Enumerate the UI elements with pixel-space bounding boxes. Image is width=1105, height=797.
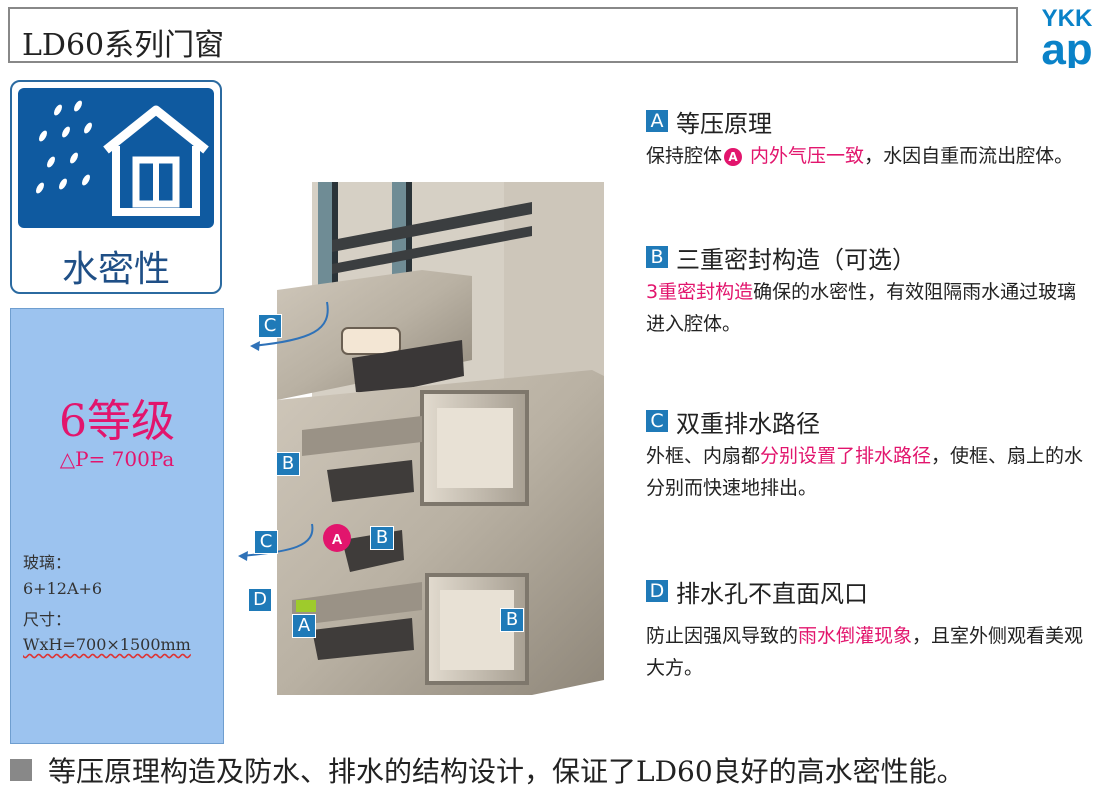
logo-line2: ap (1041, 25, 1092, 68)
footer-text: 等压原理构造及防水、排水的结构设计，保证了LD60良好的高水密性能。 (48, 755, 965, 788)
feature-c-body-pre: 外框、内扇都 (646, 445, 761, 467)
feature-d-body-pre: 防止因强风导致的 (646, 625, 799, 647)
diagram-tag-b1: B (276, 452, 300, 476)
feature-d-letter: D (646, 580, 668, 602)
size-label: 尺寸： (23, 610, 72, 629)
glass-value: 6+12A+6 (23, 579, 103, 598)
feature-c: C 双重排水路径 外框、内扇都分别设置了排水路径，使框、扇上的水分别而快速地排出。 (646, 404, 1086, 504)
feature-b: B 三重密封构造（可选） 3重密封构造确保的水密性，有效阻隔雨水通过玻璃进入腔体。 (646, 240, 1086, 340)
diagram-tag-a: A (292, 614, 316, 638)
feature-d-highlight: 雨水倒灌现象 (798, 625, 913, 647)
diagram-tag-c2: C (254, 530, 278, 554)
grade-panel: 6等级 △P= 700Pa 玻璃： 6+12A+6 尺寸： WxH=700×15… (10, 308, 224, 744)
house-rain-icon (36, 100, 209, 216)
feature-d-body-post: ，且室外侧观看美观大方。 (646, 625, 1084, 679)
feature-d-title: 排水孔不直面风口 (676, 579, 868, 608)
diagram-tag-b2: B (370, 526, 394, 550)
feature-c-title: 双重排水路径 (676, 409, 820, 438)
size-value: WxH=700×1500mm (23, 635, 191, 654)
water-tightness-badge: 水密性 (10, 80, 222, 294)
bullet-square-icon (10, 759, 32, 781)
window-profile-diagram: A C B C B D A B (232, 180, 612, 700)
profile-cross-section: A (238, 182, 604, 695)
title-box: LD60系列门窗 (8, 7, 1018, 63)
feature-b-body-post: 确保的水密性，有效阻隔雨水通过玻璃进入腔体。 (646, 281, 1077, 335)
glass-label: 玻璃： (23, 553, 72, 572)
pressure-value: △P= 700Pa (59, 447, 175, 471)
grade-level: 6等级 (59, 396, 175, 447)
footer-summary: 等压原理构造及防水、排水的结构设计，保证了LD60良好的高水密性能。 (10, 750, 965, 790)
ykk-ap-logo: YKK ap (1041, 5, 1093, 68)
feature-c-letter: C (646, 410, 668, 432)
svg-text:A: A (332, 531, 343, 548)
badge-label: 水密性 (61, 249, 170, 290)
feature-b-title: 三重密封构造（可选） (676, 245, 916, 274)
feature-a-highlight: 内外气压一致 (744, 145, 865, 167)
feature-b-letter: B (646, 246, 668, 268)
page-title: LD60系列门窗 (22, 28, 225, 63)
feature-a-body-pre: 保持腔体 (646, 145, 723, 167)
feature-b-highlight: 3重密封构造 (646, 281, 754, 303)
house-rain-icon-panel (18, 88, 214, 228)
feature-c-highlight: 分别设置了排水路径 (760, 445, 932, 467)
feature-a-letter: A (646, 110, 668, 132)
diagram-tag-b3: B (500, 608, 524, 632)
feature-a-title: 等压原理 (676, 109, 772, 138)
feature-c-body-post: ，使框、扇上的水分别而快速地排出。 (646, 445, 1084, 499)
feature-a-body-post: ，水因自重而流出腔体。 (864, 145, 1074, 167)
marker-a-icon: A (724, 147, 743, 166)
diagram-tag-c1: C (258, 314, 282, 338)
diagram-tag-d: D (248, 588, 272, 612)
feature-d: D 排水孔不直面风口 防止因强风导致的雨水倒灌现象，且室外侧观看美观大方。 (646, 574, 1086, 684)
logo-line1: YKK (1042, 5, 1093, 32)
